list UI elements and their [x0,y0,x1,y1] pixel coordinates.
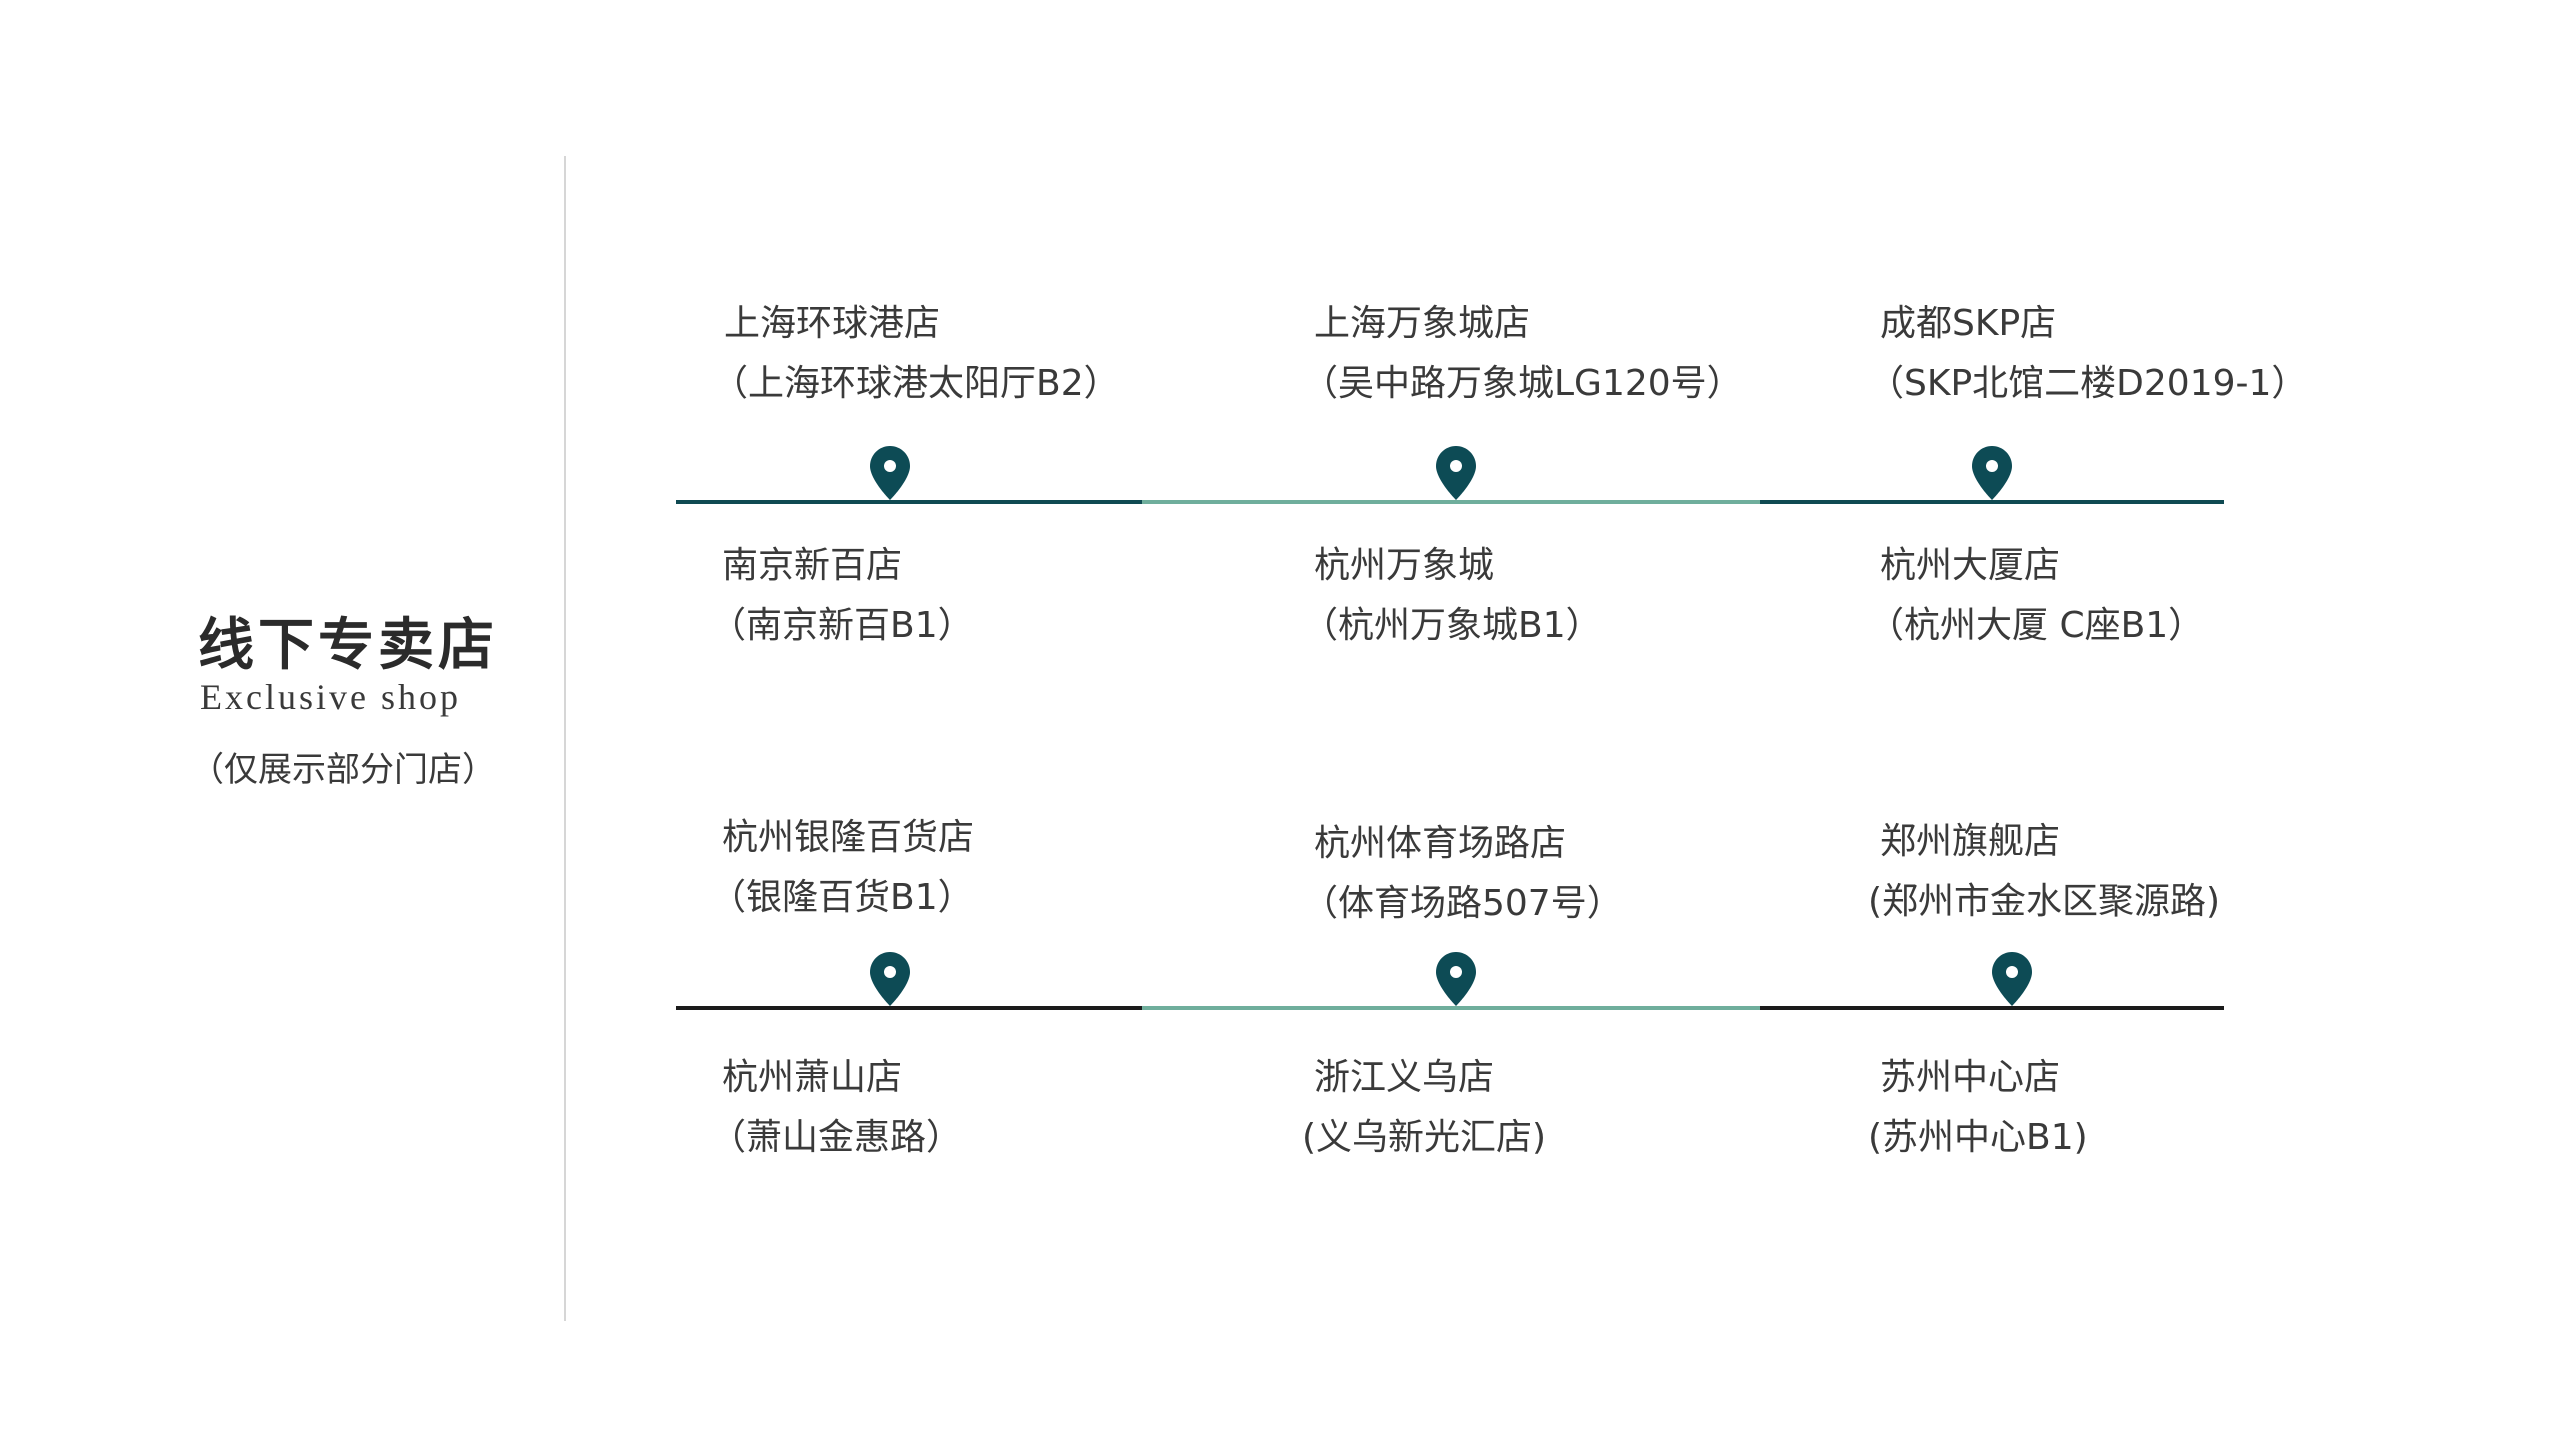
store-hangzhou-tower: 杭州大厦店 （杭州大厦 C座B1） [1868,544,2204,648]
store-name: 苏州中心店 [1880,1057,2061,1098]
store-name: 郑州旗舰店 [1880,821,2061,862]
store-name: 杭州体育场路店 [1314,823,1567,864]
store-address: （杭州万象城B1） [1302,605,1602,646]
map-pin-icon [870,446,910,500]
timeline-row-1 [676,500,2224,504]
store-address: （SKP北馆二楼D2019-1） [1868,363,2308,404]
map-pin-icon [1992,952,2032,1006]
store-name: 上海环球港店 [724,303,941,344]
store-shanghai-mixc: 上海万象城店 （吴中路万象城LG120号） [1302,302,1743,406]
store-address: (苏州中心B1) [1868,1117,2088,1158]
timeline-segment [1760,1006,2224,1010]
timeline-segment [1760,500,2224,504]
store-zhejiang-yiwu: 浙江义乌店 (义乌新光汇店) [1302,1056,1546,1160]
timeline-row-2 [676,1006,2224,1010]
map-pin-icon [1972,446,2012,500]
store-hangzhou-xiaoshan: 杭州萧山店 （萧山金惠路） [710,1056,962,1160]
store-nanjing-xinbai: 南京新百店 （南京新百B1） [710,544,974,648]
timeline-segment [1142,500,1760,504]
store-name: 上海万象城店 [1314,303,1531,344]
store-name: 杭州银隆百货店 [722,817,975,858]
map-pin-icon [870,952,910,1006]
store-name: 成都SKP店 [1880,303,2057,344]
store-name: 浙江义乌店 [1314,1057,1495,1098]
store-suzhou-center: 苏州中心店 (苏州中心B1) [1868,1056,2088,1160]
page-title: 线下专卖店 [198,612,498,678]
store-address: （南京新百B1） [710,605,974,646]
timeline-segment [676,500,1142,504]
store-address: （杭州大厦 C座B1） [1868,605,2205,646]
store-address: （体育场路507号） [1302,883,1623,924]
store-hangzhou-tiyuchang: 杭州体育场路店 （体育场路507号） [1302,822,1623,926]
store-name: 杭州万象城 [1314,545,1495,586]
store-shanghai-global-harbor: 上海环球港店 （上海环球港太阳厅B2） [712,302,1120,406]
store-name: 杭州大厦店 [1880,545,2061,586]
store-address: （吴中路万象城LG120号） [1302,363,1743,404]
store-address: (义乌新光汇店) [1302,1117,1547,1158]
page-subtitle: Exclusive shop [200,677,461,717]
store-hangzhou-mixc: 杭州万象城 （杭州万象城B1） [1302,544,1602,648]
timeline-segment [676,1006,1142,1010]
store-name: 杭州萧山店 [722,1057,903,1098]
store-address: （萧山金惠路） [710,1117,963,1158]
map-pin-icon [1436,952,1476,1006]
map-pin-icon [1436,446,1476,500]
store-address: （银隆百货B1） [710,877,974,918]
timeline-segment [1142,1006,1760,1010]
store-hangzhou-yinlong: 杭州银隆百货店 （银隆百货B1） [710,816,975,920]
page-note: （仅展示部分门店） [190,750,496,790]
store-zhengzhou-flagship: 郑州旗舰店 (郑州市金水区聚源路) [1868,820,2220,924]
store-address: （上海环球港太阳厅B2） [712,363,1120,404]
store-name: 南京新百店 [722,545,903,586]
vertical-divider [564,156,566,1321]
store-chengdu-skp: 成都SKP店 （SKP北馆二楼D2019-1） [1868,302,2307,406]
store-address: (郑州市金水区聚源路) [1868,881,2221,922]
